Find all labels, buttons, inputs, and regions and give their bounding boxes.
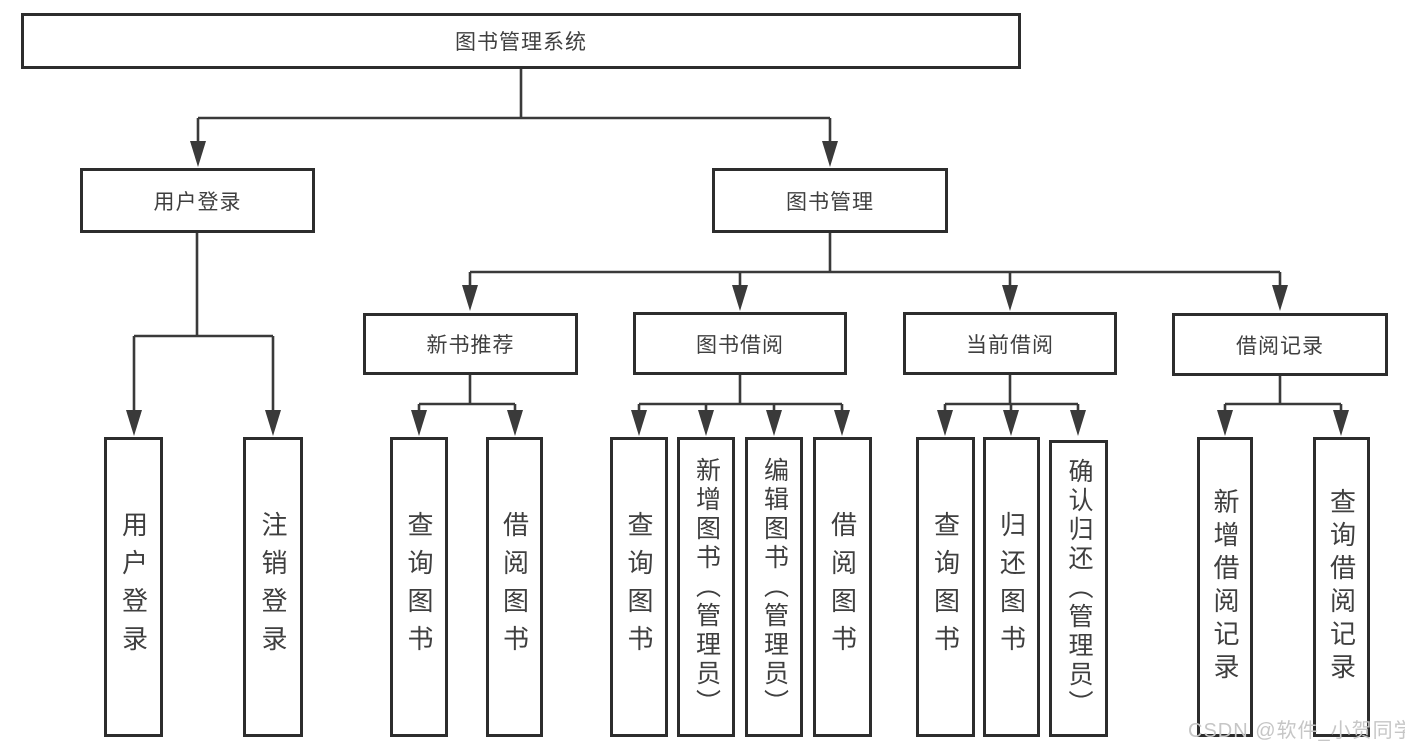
leaf-label: 新增借阅记录 [1210,488,1240,686]
node-book-management: 图书管理 [712,168,948,233]
leaf-label: 查询图书 [404,511,434,663]
arrow-down-icon [822,141,838,167]
leaf-query-books-borrowing: 查询图书 [610,437,668,737]
leaf-label: 借阅图书 [827,511,858,663]
arrow-down-icon [1002,285,1018,311]
arrow-down-icon [937,410,953,436]
leaf-label: 归还图书 [996,511,1027,663]
arrow-down-icon [732,285,748,311]
leaf-edit-books-admin: 编辑图书（管理员） [745,437,803,737]
arrow-down-icon [1003,410,1019,436]
leaf-borrow-books: 借阅图书 [813,437,872,737]
leaf-logout: 注销登录 [243,437,303,737]
arrow-down-icon [766,410,782,436]
leaf-return-books: 归还图书 [983,437,1040,737]
leaf-confirm-return-admin: 确认归还（管理员） [1049,440,1108,737]
node-new-book-recommendation: 新书推荐 [363,313,578,375]
leaf-query-books-current: 查询图书 [916,437,975,737]
leaf-label: 新增图书（管理员） [692,456,721,718]
leaf-user-login: 用户登录 [104,437,163,737]
leaf-label: 查询图书 [930,511,961,663]
leaf-query-books-recommend: 查询图书 [390,437,448,737]
leaf-add-borrow-record: 新增借阅记录 [1197,437,1253,737]
node-user-login: 用户登录 [80,168,315,233]
leaf-label: 用户登录 [118,511,149,663]
arrowhead-icons [126,141,1349,436]
arrow-down-icon [834,410,850,436]
arrow-down-icon [698,410,714,436]
arrow-down-icon [631,410,647,436]
node-root: 图书管理系统 [21,13,1021,69]
node-book-borrowing: 图书借阅 [633,312,847,375]
arrow-down-icon [1333,410,1349,436]
arrow-down-icon [126,410,142,436]
leaf-label: 确认归还（管理员） [1065,458,1093,719]
arrow-down-icon [1217,410,1233,436]
leaf-borrow-books-recommend: 借阅图书 [486,437,543,737]
arrow-down-icon [265,410,281,436]
leaf-label: 查询图书 [624,511,654,663]
leaf-label: 查询借阅记录 [1326,488,1357,686]
arrow-down-icon [190,141,206,167]
leaf-label: 借阅图书 [499,511,530,663]
node-current-borrowing: 当前借阅 [903,312,1117,375]
arrow-down-icon [462,285,478,311]
leaf-label: 编辑图书（管理员） [760,456,789,718]
csdn-watermark: CSDN @软件_小贺同学 [1188,720,1405,742]
arrow-down-icon [411,410,427,436]
leaf-label: 注销登录 [258,511,288,663]
leaf-add-books-admin: 新增图书（管理员） [677,437,735,737]
arrow-down-icon [1070,410,1086,436]
leaf-query-borrow-record: 查询借阅记录 [1313,437,1370,737]
arrow-down-icon [1272,285,1288,311]
node-borrowing-records: 借阅记录 [1172,313,1388,376]
arrow-down-icon [507,410,523,436]
